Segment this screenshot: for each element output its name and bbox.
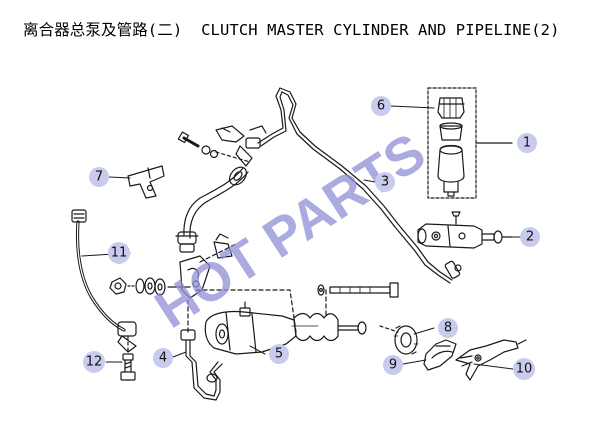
- callout: 10: [513, 358, 535, 380]
- callout-label: 6: [377, 99, 385, 114]
- callout-label: 2: [526, 230, 534, 245]
- part-hose-11: [71, 209, 137, 353]
- part-fasteners-mid: [109, 277, 191, 296]
- callout: 2: [520, 227, 540, 247]
- callout: 7: [89, 167, 109, 187]
- callout: 9: [383, 355, 403, 375]
- part-pipe-4: [180, 329, 223, 401]
- part-bearing: [379, 325, 419, 355]
- part-sleeve: [423, 339, 457, 371]
- callout: 3: [375, 172, 395, 192]
- callout-label: 12: [86, 355, 103, 370]
- callout-label: 8: [444, 321, 452, 336]
- callout-label: 10: [516, 362, 533, 377]
- callout-label: 5: [275, 347, 283, 362]
- callout: 8: [438, 318, 458, 338]
- part-slave-cylinder: [204, 301, 367, 355]
- callout-label: 9: [389, 358, 397, 373]
- part-pipeline: [235, 87, 462, 284]
- part-bracket-top: [215, 125, 245, 143]
- callout-label: 4: [159, 351, 167, 366]
- part-pivot-bracket: [179, 233, 233, 299]
- part-master-cylinder: [417, 211, 513, 249]
- part-bolt-top: [177, 131, 251, 163]
- callout-label: 1: [523, 136, 531, 151]
- callout-label: 11: [111, 246, 128, 261]
- part-bolt-12: [120, 335, 136, 381]
- watermark-text: HOT PARTS: [145, 122, 436, 340]
- callout: 4: [153, 348, 173, 368]
- callout: 11: [108, 242, 130, 264]
- part-hose-upper: [175, 166, 249, 253]
- callout-label: 3: [381, 175, 389, 190]
- callout: 6: [371, 96, 391, 116]
- part-bracket-7: [127, 165, 165, 199]
- part-long-bolt: [317, 282, 399, 298]
- callout: 1: [517, 133, 537, 153]
- part-fork: [455, 339, 527, 381]
- callout-label: 7: [95, 170, 103, 185]
- page-title: 离合器总泵及管路(二) CLUTCH MASTER CYLINDER AND P…: [23, 21, 560, 39]
- callout: 5: [269, 344, 289, 364]
- callout: 12: [83, 351, 105, 373]
